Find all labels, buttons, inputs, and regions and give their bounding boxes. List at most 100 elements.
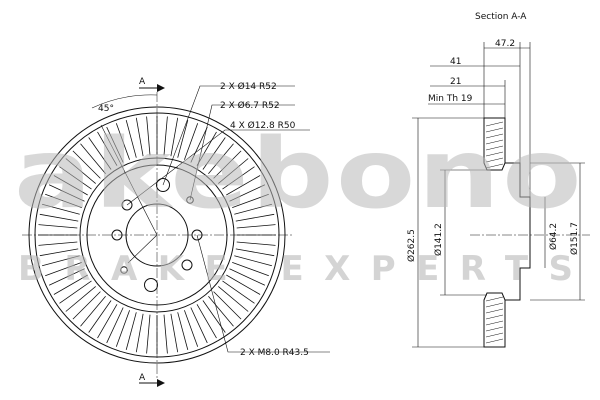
section-arrow-bottom [157, 379, 165, 387]
vane-line [218, 286, 249, 312]
vane-line [170, 117, 179, 157]
vane-line [235, 213, 275, 222]
angle-arc [91, 94, 158, 109]
angle-label: 45° [98, 104, 114, 114]
hole-128-1 [121, 199, 133, 211]
brand-watermark: akebono BRAKE EXPERTS [14, 118, 586, 289]
hatch-line [485, 163, 504, 169]
hole-14-top [156, 178, 170, 192]
center-bore-label: Ø64.2 [548, 223, 559, 250]
section-label-bottom: A [139, 373, 146, 383]
vane-line [53, 274, 88, 295]
vane-line [163, 116, 168, 156]
hatch-line [485, 296, 504, 302]
vane-line [236, 224, 276, 229]
outer-diameter-label: Ø262.5 [406, 229, 417, 262]
hatch-line [485, 145, 504, 151]
hole-14-bottom [144, 278, 158, 292]
leader-m8 [196, 234, 330, 353]
vane-line [41, 203, 80, 215]
leader-67 [189, 104, 295, 201]
cooling-vanes [38, 116, 276, 354]
watermark-tagline: BRAKE EXPERTS [18, 249, 586, 289]
vane-line [106, 126, 124, 163]
leader-128 [126, 129, 310, 206]
vane-line [97, 304, 118, 339]
min-thickness-label: Min Th 19 [428, 94, 473, 104]
vane-line [48, 268, 85, 286]
hatch-line [485, 314, 504, 320]
vane-line [236, 241, 276, 246]
rotor-section-bottom [483, 292, 506, 348]
front-view [22, 84, 330, 387]
vane-line [48, 184, 85, 202]
hat-depth-label: 41 [450, 57, 461, 67]
vane-line [125, 119, 137, 158]
threads-label: 2 X M8.0 R43.5 [240, 348, 309, 358]
vane-line [80, 143, 106, 174]
section-view [412, 42, 590, 348]
vane-line [53, 175, 88, 196]
hatch-line [485, 157, 504, 163]
vane-line [196, 304, 217, 339]
vane-line [177, 119, 189, 158]
vane-line [72, 150, 101, 179]
hat-diameter-label: Ø151.7 [569, 222, 580, 255]
vane-line [213, 291, 242, 320]
hatch-line [485, 133, 504, 139]
vane-line [232, 262, 269, 277]
hatch-line [485, 326, 504, 332]
leader-14 [162, 85, 295, 186]
vane-line [41, 255, 80, 267]
vane-line [115, 310, 130, 347]
vane-line [125, 312, 137, 351]
radius-ray [127, 234, 158, 264]
hole-67-left [120, 266, 128, 274]
vane-line [184, 123, 199, 160]
hat-outer-label: Ø141.2 [433, 223, 444, 256]
hatch-line [485, 151, 504, 157]
hole-128-3 [181, 259, 193, 271]
vane-line [39, 213, 79, 222]
vane-line [88, 137, 112, 170]
vane-line [234, 203, 273, 215]
vane-line [222, 280, 255, 304]
vane-line [59, 166, 92, 190]
hatch-line [485, 332, 504, 338]
vane-line [234, 255, 273, 267]
vane-line [226, 175, 261, 196]
hatch-line [485, 308, 504, 314]
hatch-line [485, 121, 504, 127]
vane-line [38, 241, 78, 246]
hatch-line [485, 320, 504, 326]
vane-line [45, 262, 82, 277]
hatch-line [485, 302, 504, 308]
vane-line [232, 193, 269, 208]
section-title: Section A-A [475, 12, 527, 22]
vane-line [218, 158, 249, 184]
vane-line [184, 310, 199, 347]
vane-line [38, 224, 78, 229]
vane-line [229, 268, 266, 286]
holes-67-label: 2 X Ø6.7 R52 [220, 100, 280, 111]
section-label-top: A [139, 77, 146, 87]
holes-14-label: 2 X Ø14 R52 [220, 81, 277, 92]
vane-line [45, 193, 82, 208]
labels: Section A-A A A 45° 2 X Ø14 R52 2 X Ø6.7… [98, 12, 580, 383]
watermark-brand: akebono [14, 118, 584, 230]
vane-line [202, 137, 226, 170]
holes-128-label: 4 X Ø12.8 R50 [230, 120, 296, 131]
vane-line [190, 307, 208, 344]
vane-line [146, 314, 151, 354]
vane-line [65, 158, 96, 184]
vane-line [106, 307, 124, 344]
vane-line [80, 296, 106, 327]
vane-line [190, 126, 208, 163]
vane-line [196, 131, 217, 166]
vane-line [208, 143, 234, 174]
vane-line [208, 296, 234, 327]
hatch-line [485, 338, 504, 344]
vane-line [65, 286, 96, 312]
vane-line [170, 313, 179, 353]
